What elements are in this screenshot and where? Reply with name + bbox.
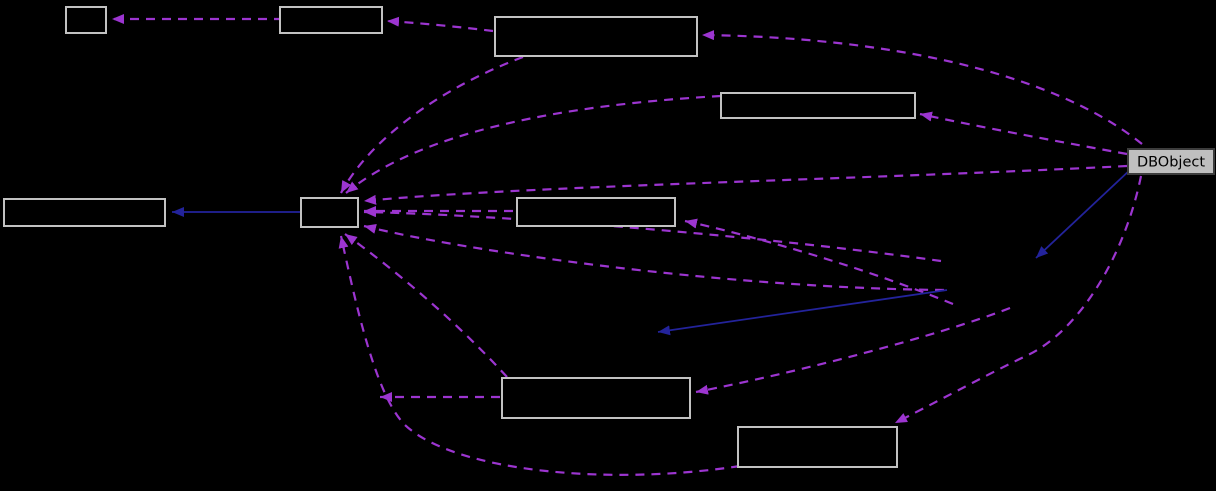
class-node-class-6[interactable] <box>3 198 166 227</box>
class-node-label-dbobject: DBObject <box>1137 155 1205 171</box>
usage-edge-15 <box>894 175 1143 424</box>
usage-edge-10 <box>363 224 945 292</box>
usage-edge-3 <box>701 30 1143 145</box>
class-node-class-1[interactable] <box>65 6 107 34</box>
class-node-class-8[interactable] <box>516 197 676 227</box>
class-node-class-hub[interactable] <box>300 197 359 228</box>
class-node-class-2[interactable] <box>279 6 383 34</box>
usage-edge-5 <box>363 164 1128 205</box>
usage-edge-4 <box>919 111 1128 156</box>
class-node-class-3[interactable] <box>494 16 698 57</box>
usage-edge-11 <box>684 218 954 306</box>
usage-edge-6 <box>345 94 722 194</box>
usage-edge-12 <box>695 306 1011 395</box>
class-node-class-9[interactable] <box>501 377 691 419</box>
inheritance-edge-2 <box>1035 168 1132 259</box>
usage-edge-7 <box>340 55 524 194</box>
usage-edge-14 <box>338 235 741 476</box>
usage-edge-2 <box>386 16 494 33</box>
class-node-dbobject[interactable] <box>1127 148 1215 175</box>
class-node-class-10[interactable] <box>737 426 898 468</box>
usage-edge-13 <box>344 233 508 378</box>
class-node-class-4[interactable] <box>720 92 916 119</box>
inheritance-edge-3 <box>657 289 948 336</box>
